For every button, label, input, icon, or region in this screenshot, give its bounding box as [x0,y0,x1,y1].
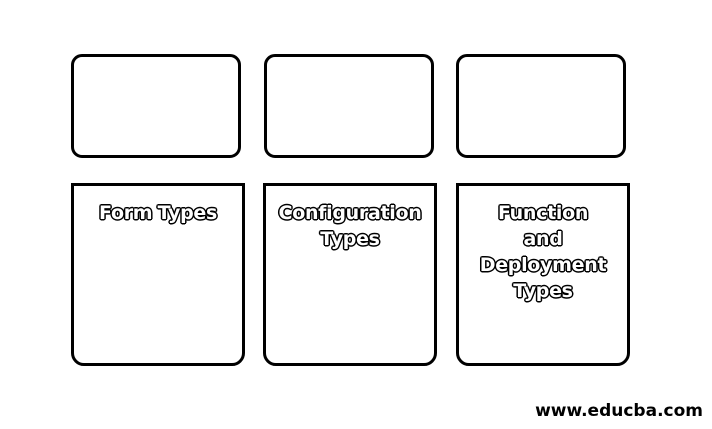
top-box-1 [71,54,241,158]
bottom-box-configuration-types: Configuration Types [263,183,437,366]
bottom-box-function-deployment-types: Function and Deployment Types [456,183,630,366]
top-box-3 [456,54,626,158]
form-types-label: Form Types [98,201,217,224]
function-deployment-types-label: Function and Deployment Types [479,201,607,302]
configuration-types-label: Configuration Types [278,201,422,250]
top-box-2 [264,54,434,158]
watermark: www.educba.com [535,401,703,421]
bottom-box-form-types: Form Types [71,183,245,366]
